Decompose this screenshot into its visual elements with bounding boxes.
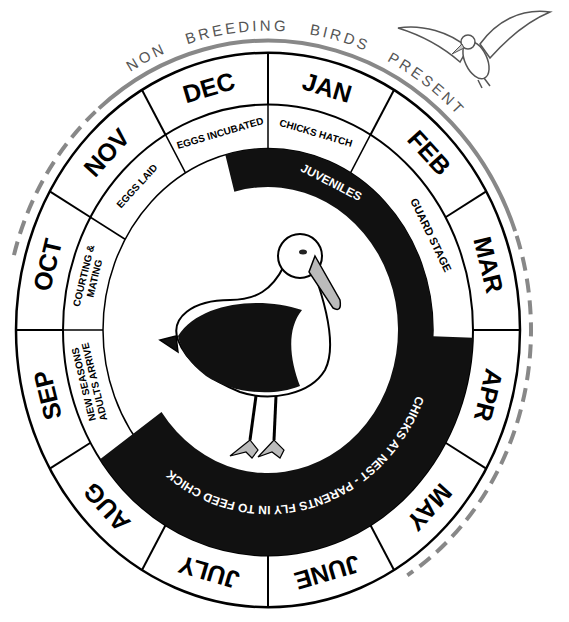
stage-label: EGGS LAID [115, 162, 160, 210]
month-label: NOV [78, 123, 135, 182]
month-label: APR [469, 366, 508, 424]
month-label: MAY [401, 478, 457, 536]
month-divider [50, 191, 91, 217]
month-divider [267, 53, 269, 105]
feet [478, 78, 490, 88]
month-label: SEP [29, 367, 68, 422]
month-ring [16, 53, 520, 607]
month-label: JULY [176, 550, 243, 594]
event-divider [351, 135, 371, 173]
arc-label: NON BREEDING BIRDS PRESENT [123, 17, 469, 119]
stage-label: JUVENILES [298, 161, 363, 203]
month-divider [50, 443, 91, 469]
month-label: JUNE [291, 550, 363, 595]
month-divider [267, 556, 269, 608]
stage-label: GUARD STAGE [408, 196, 454, 274]
month-label: MAR [468, 234, 508, 296]
bird-wing [178, 303, 302, 392]
month-divider [446, 191, 487, 217]
bird-tail [160, 336, 178, 352]
arc-label: CHICKS AT NEST - PARENTS FLY IN TO FEED … [163, 394, 426, 517]
month-label: DEC [180, 67, 238, 108]
non-breeding-dashes [14, 112, 96, 255]
bird-leg [250, 396, 256, 440]
ring-group [14, 41, 531, 608]
month-divider [371, 90, 395, 135]
event-ring [63, 105, 473, 556]
month-divider [371, 525, 395, 570]
bird-beak [309, 256, 340, 309]
bird-eye [299, 250, 307, 255]
beak [452, 44, 464, 54]
month-divider [446, 443, 487, 469]
month-label: AUG [78, 477, 136, 537]
month-label: FEB [402, 125, 456, 180]
stage-label: CHICKS HATCH [278, 117, 353, 149]
stage-label: EGGS INCUBATED [175, 115, 264, 151]
wing [480, 11, 550, 58]
non-breeding-arc [99, 41, 515, 231]
arc-text-group: NON BREEDING BIRDS PRESENT CHICKS AT NEST… [123, 17, 469, 517]
arc-label-text: NON BREEDING BIRDS PRESENT [123, 17, 469, 119]
month-label: OCT [28, 236, 67, 294]
month-divider [473, 329, 520, 331]
chick-period-band [100, 148, 473, 555]
bird-body [176, 266, 330, 396]
month-label: JAN [299, 67, 355, 108]
wing [398, 27, 468, 62]
stage-label: NEW SEASONS ADULTS ARRIVE [68, 335, 111, 430]
month-divider [16, 329, 63, 331]
month-divider [142, 525, 166, 570]
standing-albatross [160, 234, 340, 458]
event-divider [63, 329, 103, 331]
bird-foot [230, 440, 258, 458]
bird-leg [274, 396, 276, 440]
event-divider [267, 105, 269, 149]
month-divider [142, 90, 166, 135]
bird-foot [258, 440, 284, 458]
arc-label-text: CHICKS AT NEST - PARENTS FLY IN TO FEED … [163, 394, 426, 517]
event-divider [90, 217, 125, 239]
stage-label: COURTING & MATING [70, 240, 108, 315]
